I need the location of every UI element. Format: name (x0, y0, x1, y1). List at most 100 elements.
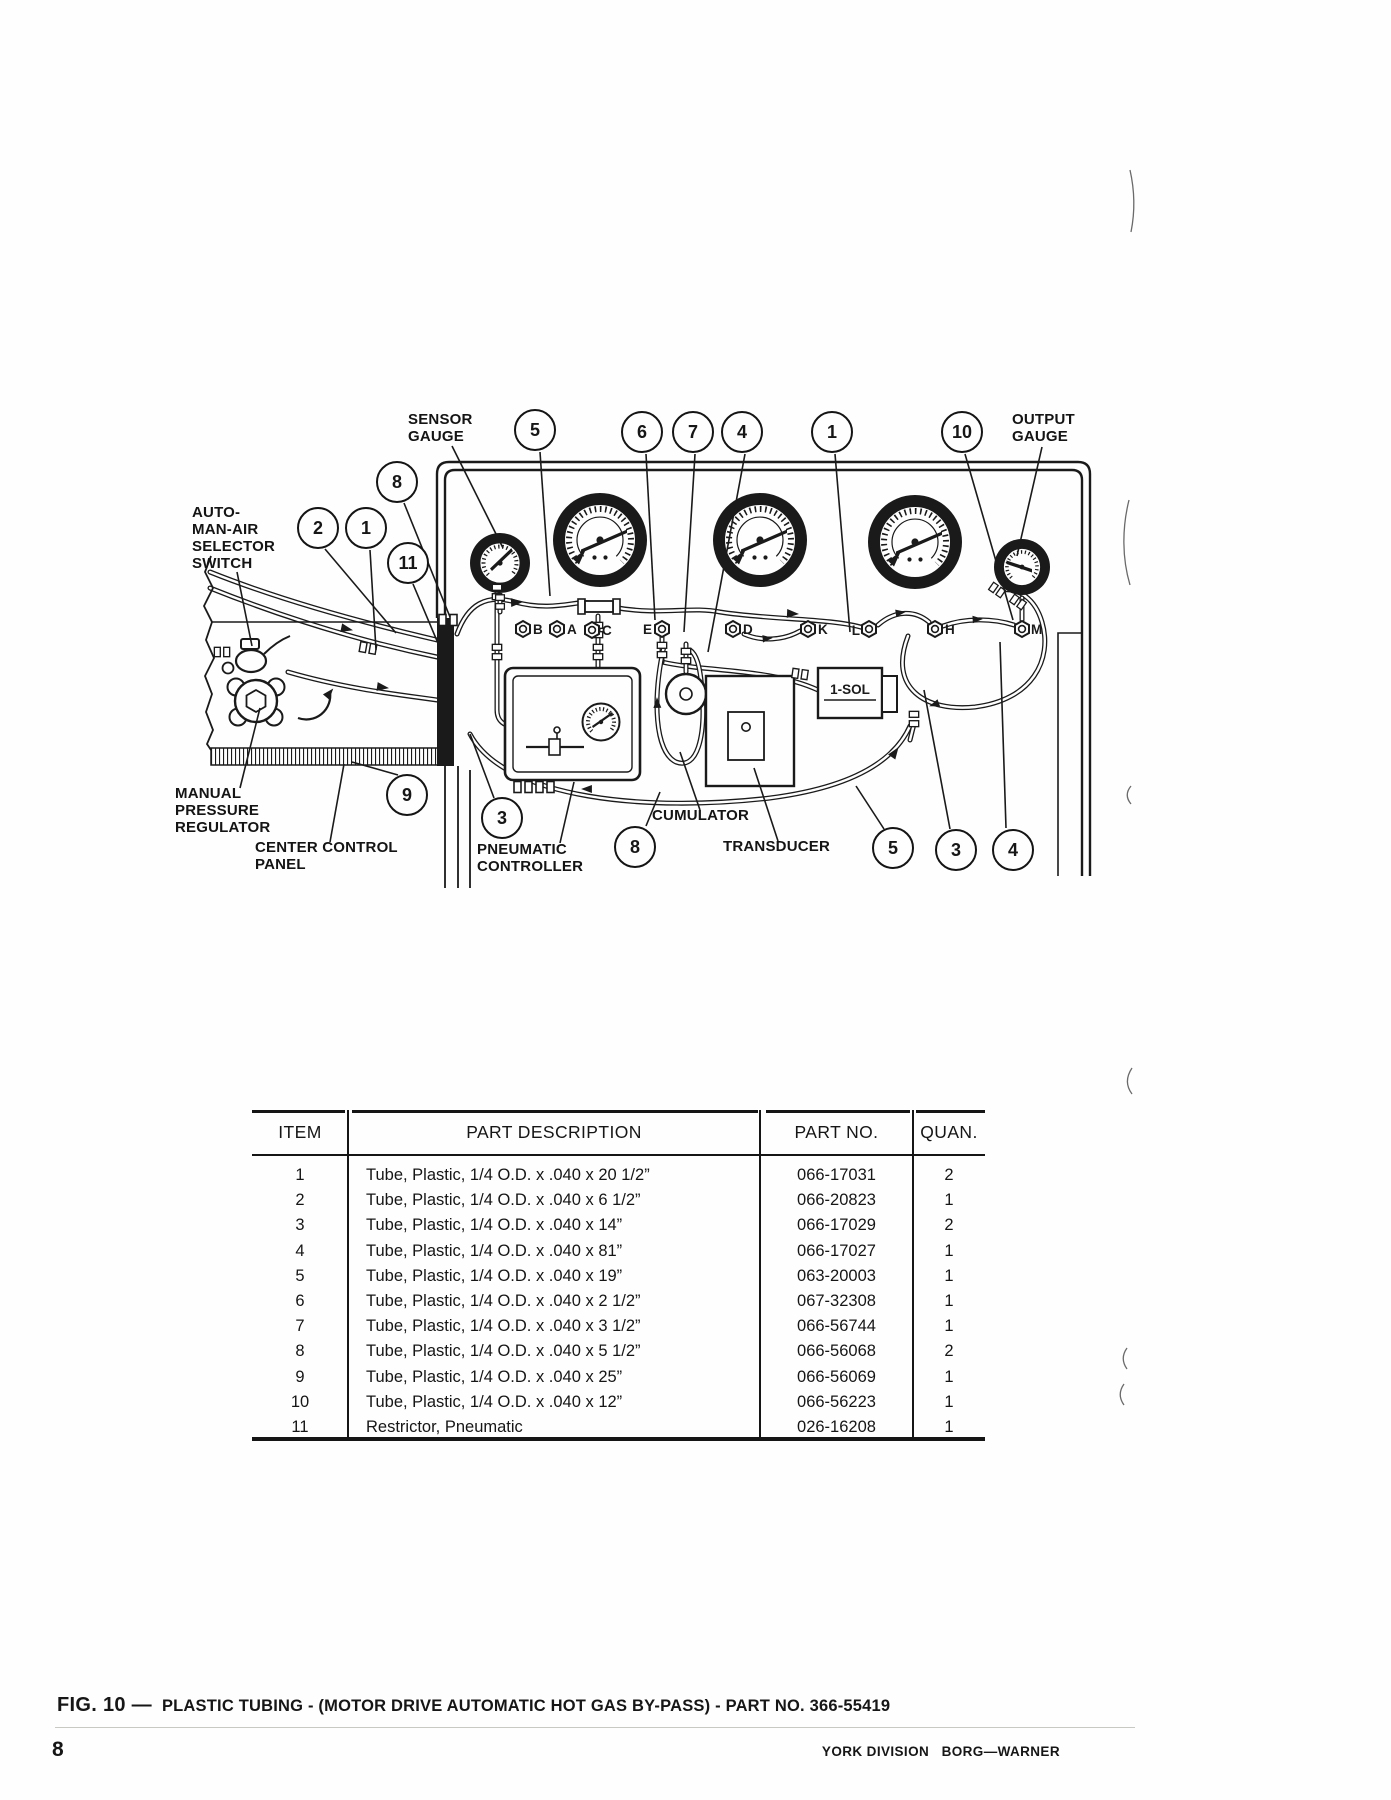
panel-gauge-1 (553, 493, 647, 587)
label-output-gauge: OUTPUT GAUGE (1012, 411, 1075, 445)
parts-table: ITEM PART DESCRIPTION PART NO. QUAN. 1 T… (252, 1110, 985, 1441)
callout-4-bottom: 4 (992, 829, 1034, 871)
table-border (916, 1110, 985, 1114)
cell-part-no: 066-20823 (797, 1191, 876, 1210)
table-border (252, 1110, 345, 1114)
port-c (584, 621, 600, 639)
cell-description: Tube, Plastic, 1/4 O.D. x .040 x 3 1/2” (366, 1317, 641, 1336)
cell-item: 11 (291, 1417, 309, 1436)
table-border (766, 1110, 910, 1114)
table-border (252, 1437, 985, 1441)
table-header-rule (252, 1154, 985, 1157)
figure-number: FIG. 10 — (57, 1694, 152, 1716)
cell-part-no: 066-17031 (797, 1166, 876, 1185)
cell-quan: 1 (944, 1367, 954, 1386)
solenoid-label: 1-SOL (830, 682, 870, 697)
label-sensor-gauge: SENSOR GAUGE (408, 411, 473, 445)
cell-quan: 1 (944, 1241, 954, 1260)
panel-gauge-3 (868, 495, 962, 589)
cell-item: 8 (295, 1342, 305, 1361)
cell-quan: 2 (944, 1216, 954, 1235)
cell-quan: 1 (944, 1292, 954, 1311)
callout-9-bottom: 9 (386, 774, 428, 816)
cell-quan: 2 (944, 1166, 954, 1185)
port-label-e: E (643, 622, 652, 637)
port-b (515, 620, 531, 638)
callout-3-bottom-left: 3 (481, 797, 523, 839)
cell-item: 1 (295, 1166, 305, 1185)
port-label-h: H (945, 622, 955, 637)
cell-quan: 1 (944, 1392, 954, 1411)
cell-description: Tube, Plastic, 1/4 O.D. x .040 x 12” (366, 1392, 623, 1411)
cell-description: Restrictor, Pneumatic (366, 1417, 523, 1436)
output-gauge (992, 537, 1052, 597)
col-header-part-no: PART NO. (794, 1121, 879, 1142)
port-a (549, 620, 565, 638)
col-header-item: ITEM (278, 1121, 322, 1142)
table-divider (912, 1110, 915, 1441)
cell-part-no: 063-20003 (797, 1266, 876, 1285)
table-header-row: ITEM PART DESCRIPTION PART NO. QUAN. (252, 1110, 985, 1154)
cell-description: Tube, Plastic, 1/4 O.D. x .040 x 6 1/2” (366, 1191, 641, 1210)
col-header-description: PART DESCRIPTION (466, 1121, 642, 1142)
figure-caption: FIG. 10 — PLASTIC TUBING - (MOTOR DRIVE A… (57, 1694, 890, 1717)
cell-item: 6 (295, 1292, 305, 1311)
label-selector-switch: AUTO- MAN-AIR SELECTOR SWITCH (192, 504, 276, 572)
table-divider (347, 1110, 350, 1441)
panel-gauge-2 (713, 493, 807, 587)
solenoid-valve: 1-SOL (816, 666, 920, 728)
label-cumulator: CUMULATOR (652, 807, 750, 824)
cell-description: Tube, Plastic, 1/4 O.D. x .040 x 20 1/2” (366, 1166, 650, 1185)
callout-10-top: 10 (941, 411, 983, 453)
callout-8-bottom: 8 (614, 826, 656, 868)
leader-lines (236, 445, 1043, 844)
cell-part-no: 066-56069 (797, 1367, 876, 1386)
label-center-panel: CENTER CONTROL PANEL (255, 839, 398, 873)
center-control-panel-shelf (202, 555, 454, 766)
port-label-c: C (602, 623, 612, 638)
tube-fittings (358, 581, 1028, 681)
cell-item: 4 (295, 1241, 305, 1260)
transducer (704, 674, 796, 788)
cell-quan: 1 (944, 1417, 954, 1436)
callout-1-left: 1 (345, 507, 387, 549)
cell-part-no: 066-56068 (797, 1342, 876, 1361)
cell-item: 7 (295, 1317, 305, 1336)
scan-artifacts (1119, 169, 1135, 1406)
table-divider (759, 1110, 762, 1441)
callout-5-top: 5 (514, 409, 556, 451)
cell-quan: 1 (944, 1266, 954, 1285)
port-k (800, 620, 816, 638)
cell-item: 9 (295, 1367, 305, 1386)
cell-item: 5 (295, 1266, 305, 1285)
callout-1-top: 1 (811, 411, 853, 453)
col-header-quan: QUAN. (920, 1121, 978, 1142)
figure-title: PLASTIC TUBING - (MOTOR DRIVE AUTOMATIC … (161, 1697, 891, 1715)
callout-7-top: 7 (672, 411, 714, 453)
cell-description: Tube, Plastic, 1/4 O.D. x .040 x 81” (366, 1241, 623, 1260)
cell-item: 3 (295, 1216, 305, 1235)
cell-part-no: 026-16208 (797, 1417, 876, 1436)
callout-3-bottom-right: 3 (935, 829, 977, 871)
manual-pressure-regulator (213, 635, 336, 727)
cell-description: Tube, Plastic, 1/4 O.D. x .040 x 25” (366, 1367, 623, 1386)
cell-description: Tube, Plastic, 1/4 O.D. x .040 x 14” (366, 1216, 623, 1235)
cell-part-no: 066-17027 (797, 1241, 876, 1260)
port-label-l: L (852, 623, 860, 638)
port-e (654, 620, 670, 638)
callout-2-left: 2 (297, 507, 339, 549)
panel-outline (435, 460, 1092, 888)
port-label-b: B (533, 622, 543, 637)
cell-quan: 2 (944, 1342, 954, 1361)
publisher-imprint: YORK DIVISION BORG—WARNER (821, 1744, 1060, 1759)
panel-ports: B A C E D K L H M (515, 620, 1042, 639)
cell-part-no: 066-56744 (797, 1317, 876, 1336)
table-body: 1 Tube, Plastic, 1/4 O.D. x .040 x 20 1/… (252, 1156, 985, 1440)
pneumatic-controller (503, 666, 642, 794)
caption-rule (55, 1727, 1135, 1728)
cell-part-no: 066-56223 (797, 1392, 876, 1411)
cell-description: Tube, Plastic, 1/4 O.D. x .040 x 19” (366, 1266, 623, 1285)
table-border (352, 1110, 758, 1114)
label-pneumatic-controller: PNEUMATIC CONTROLLER (477, 841, 584, 875)
